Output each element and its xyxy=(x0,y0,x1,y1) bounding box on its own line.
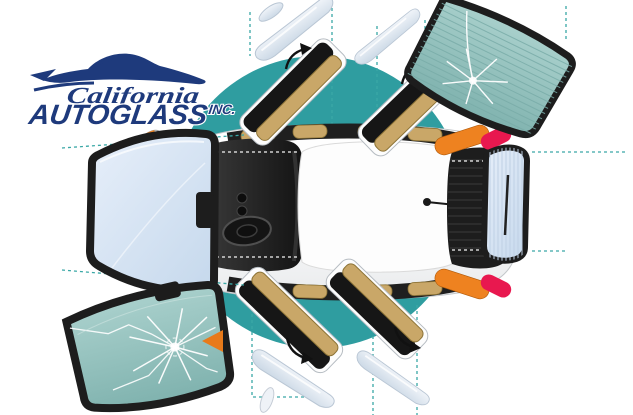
door-window-rear-bottom xyxy=(356,350,430,406)
door-window-front-top xyxy=(254,0,334,61)
tail-light-orange-top xyxy=(434,124,490,156)
rear-wiper xyxy=(503,174,510,236)
front-windshield xyxy=(85,128,220,295)
quarter-window-glass-top xyxy=(258,2,284,22)
door-window-front-bottom xyxy=(251,349,335,408)
impact-crack xyxy=(129,308,208,384)
open-door-front-bottom xyxy=(234,266,344,374)
cracked-rear-window xyxy=(404,0,576,139)
quarter-window-glass-bottom xyxy=(259,387,275,413)
door-window-glasses xyxy=(251,0,430,413)
rear-hatch-glass xyxy=(480,144,531,264)
roof xyxy=(297,141,458,273)
steering-hub xyxy=(236,224,258,238)
door-window-rear-top xyxy=(354,8,421,65)
logo-text-autoglass: AUTOGLASS xyxy=(26,99,210,130)
hatch-glass-stripes xyxy=(489,147,523,261)
mirror-mount-cracked xyxy=(153,281,181,302)
tail-light-red-bottom xyxy=(480,274,512,298)
dashboard-edge xyxy=(292,150,300,262)
open-door-rear-bottom xyxy=(325,258,429,360)
impact-triangle xyxy=(202,330,223,352)
cracked-windshield xyxy=(61,281,235,413)
logo: California AUTOGLASS INC. xyxy=(25,53,238,131)
logo-car-silhouette xyxy=(30,53,206,92)
dash-dial-2 xyxy=(236,205,248,217)
crack-lines xyxy=(69,324,218,391)
logo-text-california: California xyxy=(65,82,201,108)
mirror-mount xyxy=(196,192,214,228)
dash-dial-1 xyxy=(236,192,248,204)
logo-text-inc: INC. xyxy=(208,102,237,117)
open-door-front-top xyxy=(239,38,347,146)
rear-impact-point xyxy=(468,76,477,85)
rear-glass-defroster xyxy=(407,2,573,138)
tail-light-orange-bottom xyxy=(434,268,490,300)
rear-impact-crack xyxy=(442,10,508,105)
